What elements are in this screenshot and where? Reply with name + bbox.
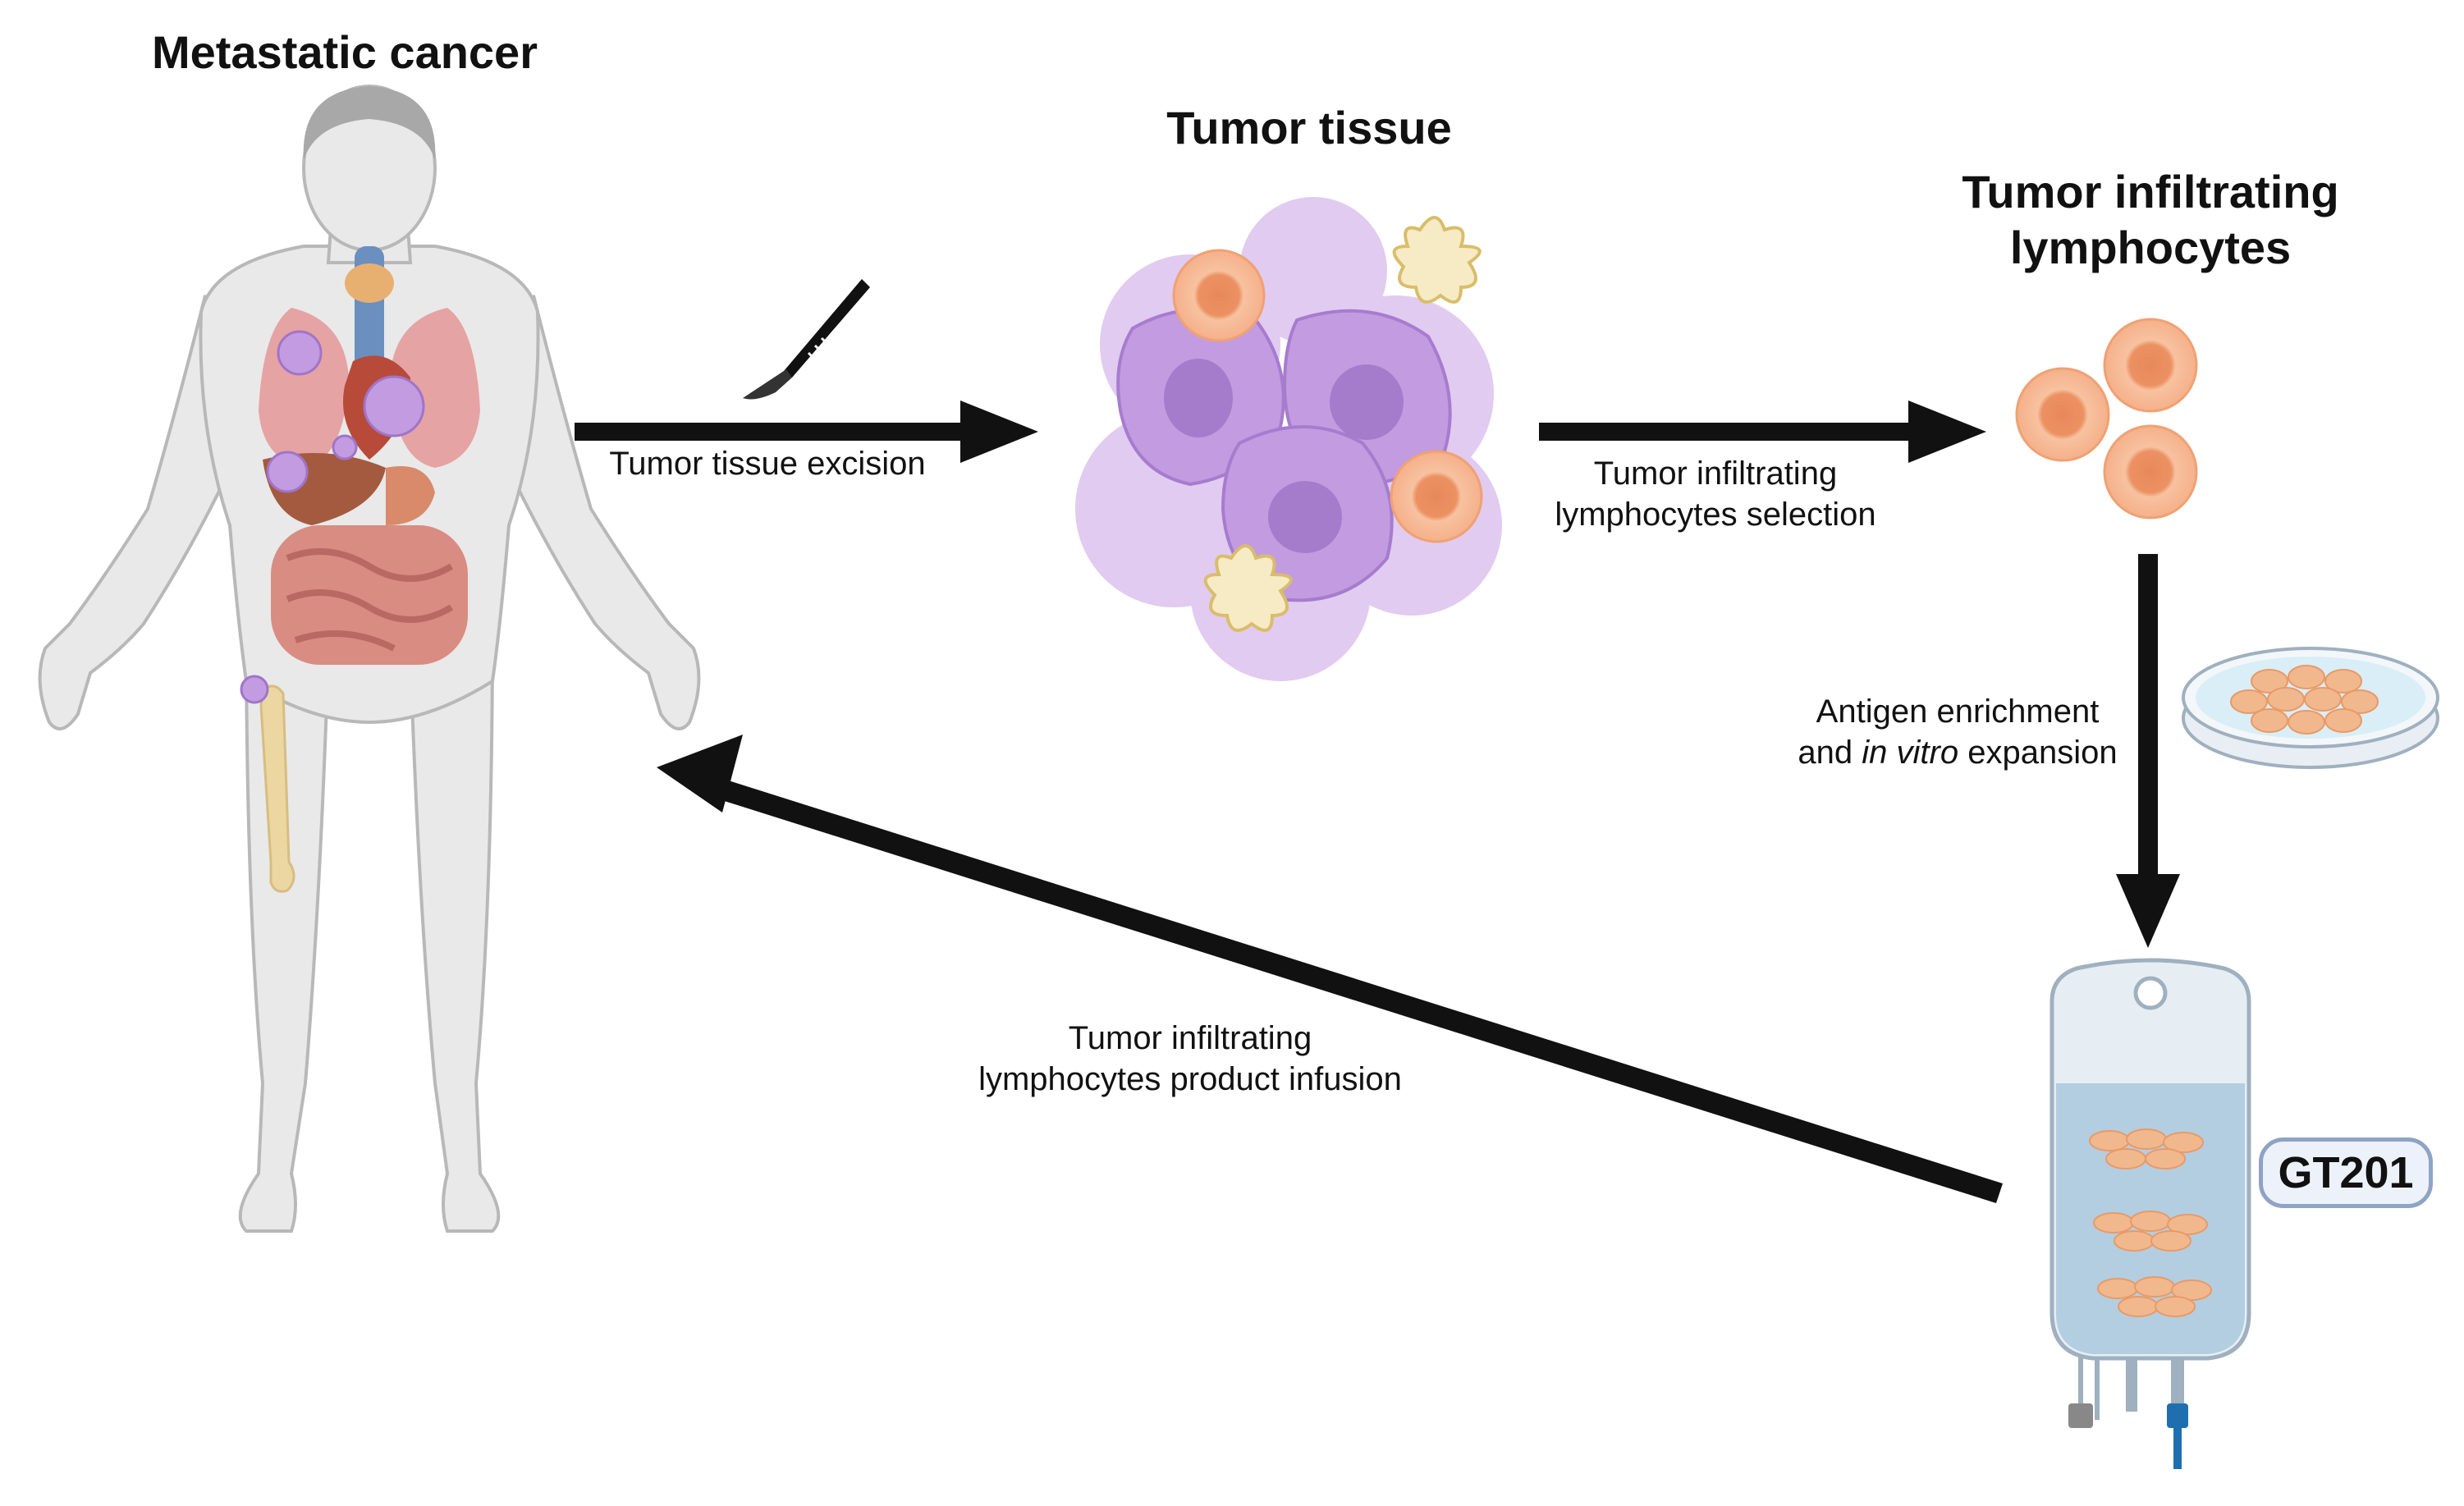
arrow-selection: [1539, 401, 1986, 463]
title-til-line-1: Tumor infiltrating: [1962, 166, 2339, 217]
label-til-selection: Tumor infiltrating lymphocytes selection: [1510, 453, 1921, 535]
title-tumor-tissue: Tumor tissue: [1166, 102, 1452, 153]
title-til-line-2: lymphocytes: [2009, 222, 2292, 274]
expansion-prefix: and: [1798, 735, 1862, 771]
arrow-expansion: [2116, 554, 2180, 948]
label-expansion-line-2: and in vitro expansion: [1773, 732, 2142, 773]
til-cells-illustration: [2015, 318, 2198, 520]
infusion-bag-icon: [2050, 958, 2251, 1469]
label-infusion-line-2: lymphocytes product infusion: [978, 1061, 1402, 1097]
label-antigen-enrichment: Antigen enrichment and in vitro expansio…: [1773, 691, 2142, 773]
expansion-suffix: expansion: [1958, 735, 2118, 771]
label-tumor-tissue-excision: Tumor tissue excision: [609, 446, 926, 482]
label-selection-line-1: Tumor infiltrating: [1593, 455, 1838, 492]
label-expansion-line-1: Antigen enrichment: [1816, 693, 2100, 730]
arrow-infusion: [657, 735, 2003, 1203]
expansion-in-vitro: in vitro: [1862, 735, 1959, 771]
label-product-infusion: Tumor infiltrating lymphocytes product i…: [936, 1018, 1445, 1100]
patient-body-illustration: [38, 85, 701, 1233]
tumor-tissue-illustration: [1075, 197, 1502, 681]
scalpel-icon: [743, 279, 870, 400]
label-selection-line-2: lymphocytes selection: [1555, 497, 1876, 533]
title-tumor-infiltrating-lymphocytes: Tumor infiltrating lymphocytes: [1896, 164, 2405, 277]
petri-dish-icon: [2182, 647, 2439, 769]
arrow-excision: [575, 401, 1038, 463]
title-metastatic-cancer: Metastatic cancer: [151, 26, 538, 78]
label-infusion-line-1: Tumor infiltrating: [1068, 1020, 1312, 1056]
gt201-badge: GT201: [2259, 1138, 2433, 1208]
